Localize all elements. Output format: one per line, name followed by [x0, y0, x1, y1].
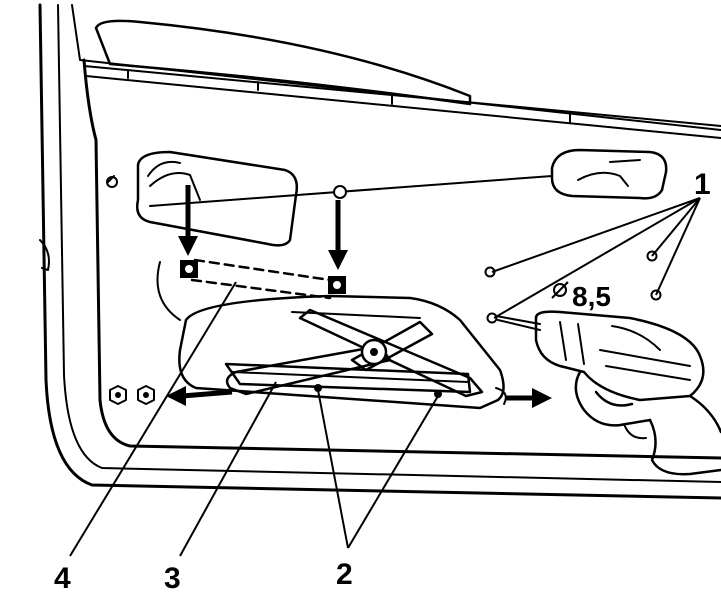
callout-4: 4	[54, 562, 71, 595]
lower-nuts	[109, 385, 155, 405]
leader-lines	[69, 197, 701, 557]
door-mark-tick	[107, 175, 115, 183]
arrow-down-left	[178, 185, 198, 256]
access-opening	[178, 294, 505, 410]
arrow-right	[495, 387, 552, 408]
guide-rail	[180, 258, 346, 300]
belt-strip	[83, 65, 721, 139]
arrow-left	[166, 386, 233, 406]
drill-size-label: 8,5	[572, 281, 611, 312]
callout-1: 1	[694, 168, 711, 201]
rod-clip	[333, 185, 347, 199]
window-glass	[94, 19, 472, 106]
screw-b	[434, 390, 442, 398]
callout-3: 3	[164, 562, 181, 595]
control-rod	[149, 175, 553, 207]
window-regulator	[224, 308, 484, 398]
electric-drill	[495, 310, 721, 476]
screw-a	[314, 384, 322, 392]
door-opening-handle	[550, 148, 668, 200]
callout-2: 2	[336, 558, 353, 591]
drill-diameter-symbol	[553, 283, 567, 297]
inner-handle-recess	[136, 150, 299, 247]
inner-panel-contour	[95, 149, 181, 321]
door-frame	[38, 3, 721, 500]
arrow-down-right	[328, 200, 348, 270]
